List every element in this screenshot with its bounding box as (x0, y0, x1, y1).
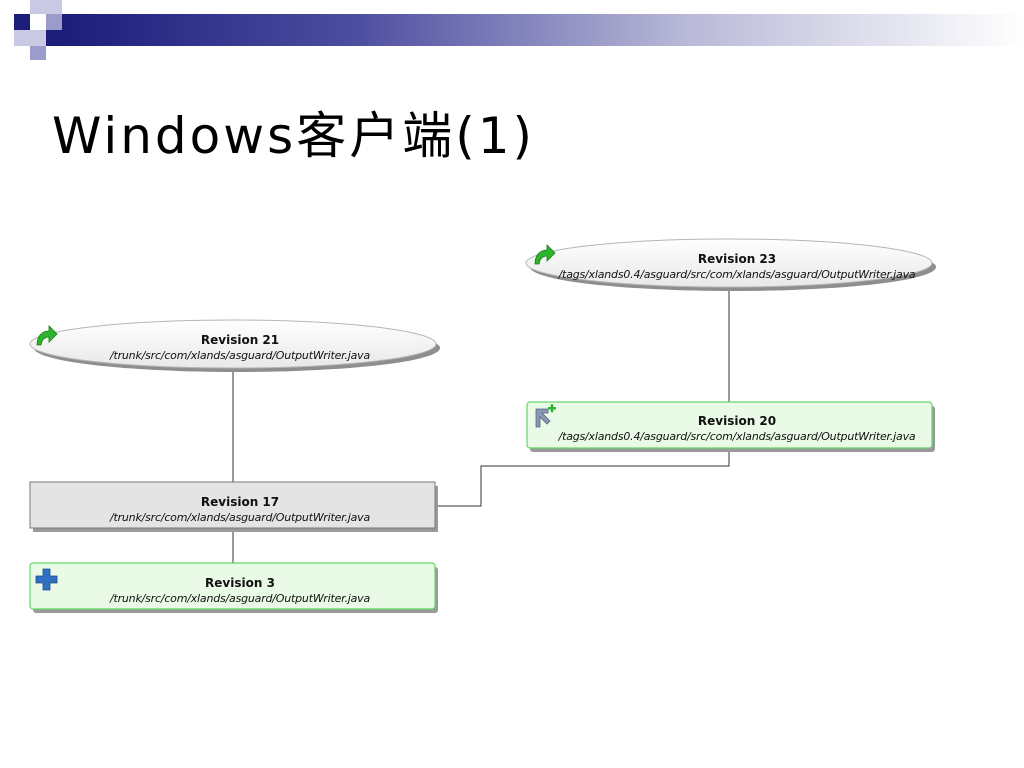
revision-number: Revision 23 (697, 252, 777, 266)
branch-plus-icon (535, 404, 556, 428)
revision-path: /tags/xlands0.4/asguard/src/com/xlands/a… (558, 268, 916, 281)
revision-number: Revision 20 (697, 414, 777, 428)
green-arrow-icon (36, 325, 58, 346)
node-label-revision-23: Revision 23 /tags/xlands0.4/asguard/src/… (527, 251, 947, 282)
deco-square (30, 0, 46, 14)
revision-path: /trunk/src/com/xlands/asguard/OutputWrit… (109, 592, 371, 605)
connector-20-17 (436, 450, 730, 507)
header-gradient-bar (62, 14, 1024, 46)
node-label-revision-21: Revision 21 /trunk/src/com/xlands/asguar… (30, 332, 450, 363)
node-revision-3[interactable] (29, 562, 438, 613)
deco-square (46, 14, 62, 30)
revision-path: /trunk/src/com/xlands/asguard/OutputWrit… (109, 511, 371, 524)
revision-path: /trunk/src/com/xlands/asguard/OutputWrit… (109, 349, 371, 362)
deco-square (14, 14, 30, 30)
node-revision-17[interactable] (29, 481, 438, 532)
green-arrow-icon (534, 244, 556, 265)
deco-square (30, 30, 46, 46)
node-label-revision-17: Revision 17 /trunk/src/com/xlands/asguar… (30, 494, 450, 525)
node-revision-21[interactable] (29, 319, 440, 372)
deco-square (30, 14, 46, 30)
deco-square (46, 30, 62, 46)
deco-square (46, 0, 62, 14)
node-revision-20[interactable] (526, 401, 935, 452)
node-label-revision-20: Revision 20 /tags/xlands0.4/asguard/src/… (527, 413, 947, 444)
revision-number: Revision 17 (200, 495, 280, 509)
page-title: Windows客户端(1) (52, 107, 536, 165)
revision-number: Revision 21 (200, 333, 280, 347)
node-revision-23[interactable] (525, 238, 936, 291)
deco-square (30, 46, 46, 60)
revision-number: Revision 3 (205, 576, 275, 590)
deco-square (14, 30, 30, 46)
node-label-revision-3: Revision 3 /trunk/src/com/xlands/asguard… (30, 575, 450, 606)
blue-plus-icon (35, 568, 58, 591)
revision-path: /tags/xlands0.4/asguard/src/com/xlands/a… (558, 430, 916, 443)
